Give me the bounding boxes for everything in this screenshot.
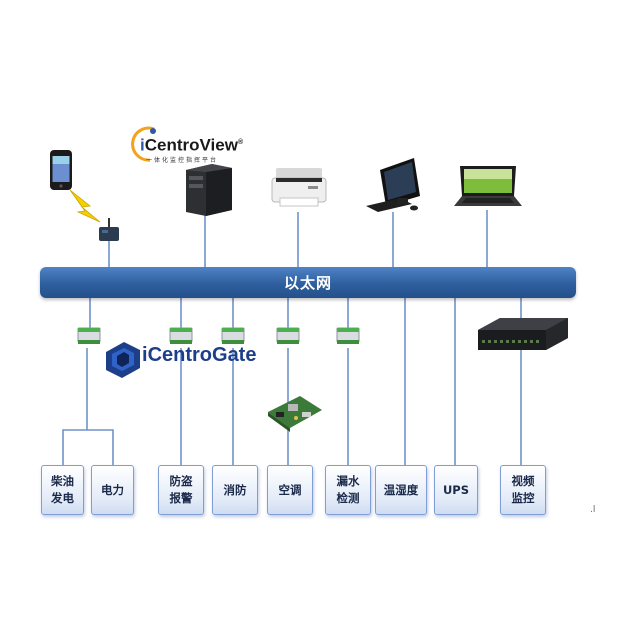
laptop-icon: [454, 166, 522, 206]
logo-prefix: i: [140, 135, 145, 155]
icentroview-logo-mark: [131, 126, 156, 162]
system-box-diesel[interactable]: 柴油 发电: [41, 465, 84, 515]
wireless-signal-icon: [69, 189, 101, 223]
desktop-computer-icon: [366, 158, 420, 212]
system-label-line1: 漏水: [336, 474, 360, 488]
system-box-video[interactable]: 视频 监控: [500, 465, 546, 515]
line-branch-diesel-power: [62, 429, 114, 466]
system-label-line2: 监控: [511, 491, 535, 505]
icentroview-logo: iCentroView® 一体化监控指挥平台: [140, 134, 243, 164]
system-box-power[interactable]: 电力: [91, 465, 134, 515]
io-module-icon: [276, 327, 300, 344]
registered-mark: ®: [237, 139, 244, 146]
system-label-line2: 发电: [51, 491, 74, 505]
system-label-line2: 报警: [169, 491, 193, 505]
system-label-line1: 柴油: [51, 474, 74, 488]
printer-icon: [271, 168, 327, 207]
server-icon: [186, 164, 232, 216]
system-label-line1: 视频: [511, 474, 535, 488]
logo-main: CentroView: [144, 135, 238, 155]
icentrogate-logo: iCentroGate: [142, 344, 256, 366]
gate-logo-main: CentroGate: [147, 344, 257, 366]
system-box-fire[interactable]: 消防: [212, 465, 258, 515]
corner-mark: .l: [590, 505, 596, 515]
system-box-temp-humidity[interactable]: 温湿度: [375, 465, 427, 515]
system-box-security[interactable]: 防盗 报警: [158, 465, 204, 515]
system-label-line2: 检测: [336, 491, 360, 505]
system-label-line1: UPS: [442, 482, 470, 497]
video-recorder-icon: [478, 318, 568, 350]
io-module-icon: [169, 327, 193, 344]
system-label-line1: 空调: [278, 482, 302, 497]
ethernet-label: 以太网: [283, 274, 332, 292]
io-module-icon: [221, 327, 245, 344]
logo-tagline: 一体化监控指挥平台: [146, 156, 219, 164]
circuit-board-icon: [268, 396, 322, 432]
system-label-line1: 防盗: [169, 474, 193, 488]
wireless-gateway-icon: [99, 218, 119, 241]
smartphone-icon: [50, 150, 72, 190]
io-module-icon: [336, 327, 360, 344]
system-label-line1: 温湿度: [383, 482, 419, 497]
system-label-line1: 电力: [101, 482, 124, 497]
system-label-line1: 消防: [223, 482, 247, 497]
icentrogate-logo-mark: [106, 342, 140, 378]
ethernet-bus: 以太网: [40, 267, 576, 298]
system-box-ups[interactable]: UPS: [434, 465, 478, 515]
system-box-aircon[interactable]: 空调: [267, 465, 313, 515]
system-box-leak[interactable]: 漏水 检测: [325, 465, 371, 515]
io-module-icon: [77, 327, 101, 344]
gate-logo-prefix: i: [142, 344, 148, 366]
